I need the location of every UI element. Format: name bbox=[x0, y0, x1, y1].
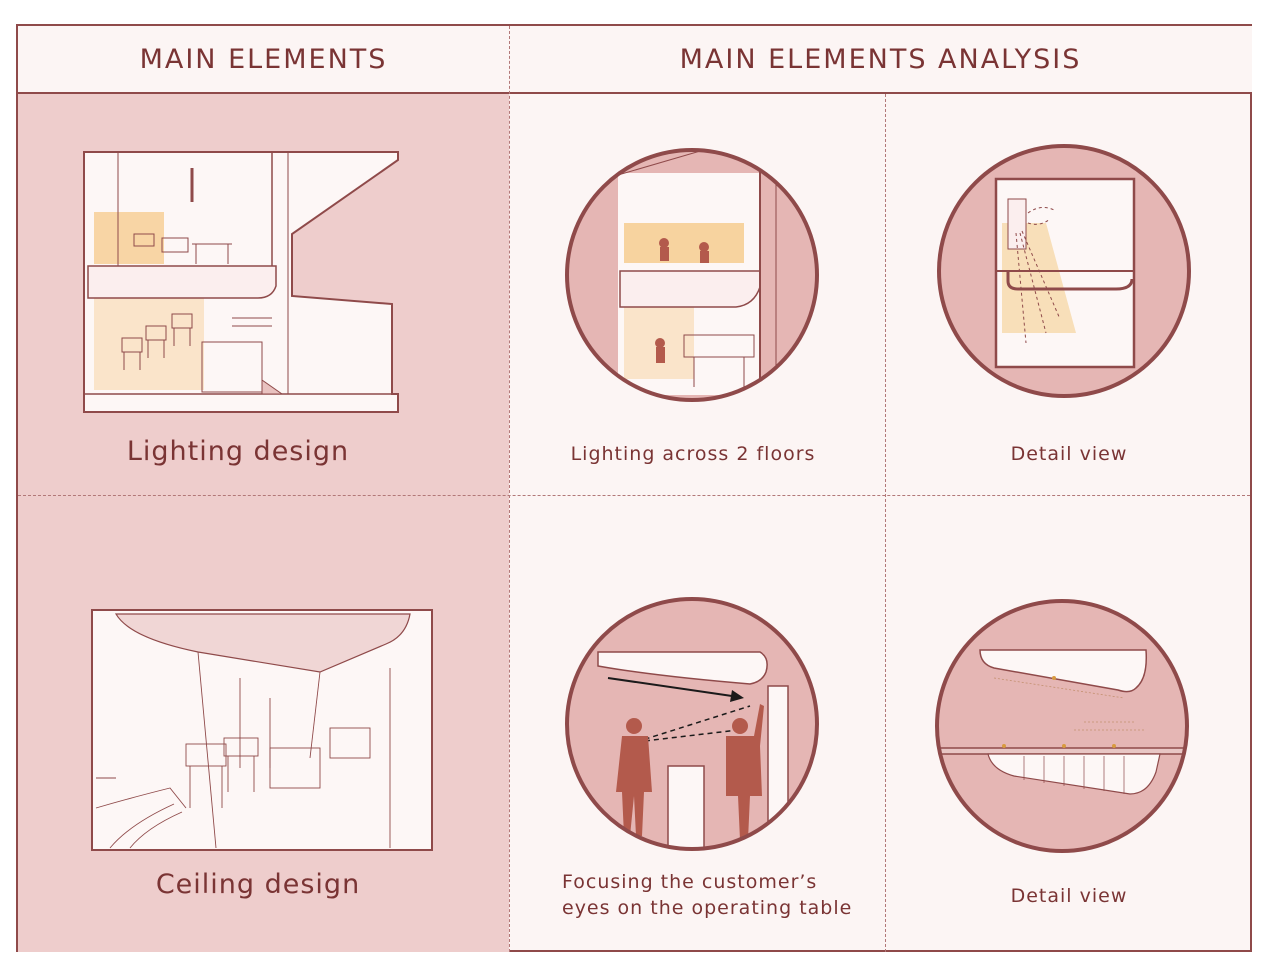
column-divider-2 bbox=[885, 94, 886, 952]
focus-caption: Focusing the customer’s eyes on the oper… bbox=[538, 869, 892, 921]
focus-caption-line-2: eyes on the operating table bbox=[562, 897, 853, 919]
lighting-section-drawing bbox=[83, 151, 399, 413]
focus-eyes-diagram bbox=[565, 597, 819, 851]
ceiling-detail-caption: Detail view bbox=[1010, 885, 1128, 907]
ceiling-perspective-drawing bbox=[91, 609, 433, 851]
header-divider bbox=[18, 92, 1250, 94]
ceiling-design-caption: Ceiling design bbox=[155, 869, 361, 900]
column-divider-1 bbox=[509, 26, 510, 952]
row-divider bbox=[18, 495, 1250, 496]
lighting-two-floors-caption: Lighting across 2 floors bbox=[570, 443, 816, 465]
focus-caption-line-1: Focusing the customer’s bbox=[562, 871, 818, 893]
diagram-board: MAIN ELEMENTS MAIN ELEMENTS ANALYSIS bbox=[16, 24, 1252, 952]
header-analysis-label: MAIN ELEMENTS ANALYSIS bbox=[679, 43, 1082, 75]
ceiling-detail-view bbox=[935, 599, 1189, 853]
header-main-elements: MAIN ELEMENTS bbox=[18, 26, 509, 92]
lighting-detail-view bbox=[937, 144, 1191, 398]
lighting-design-caption: Lighting design bbox=[126, 436, 350, 467]
header-main-elements-label: MAIN ELEMENTS bbox=[139, 43, 388, 75]
header-main-elements-analysis: MAIN ELEMENTS ANALYSIS bbox=[509, 26, 1252, 92]
lighting-detail-caption: Detail view bbox=[1010, 443, 1128, 465]
lighting-two-floors-diagram bbox=[565, 148, 819, 402]
